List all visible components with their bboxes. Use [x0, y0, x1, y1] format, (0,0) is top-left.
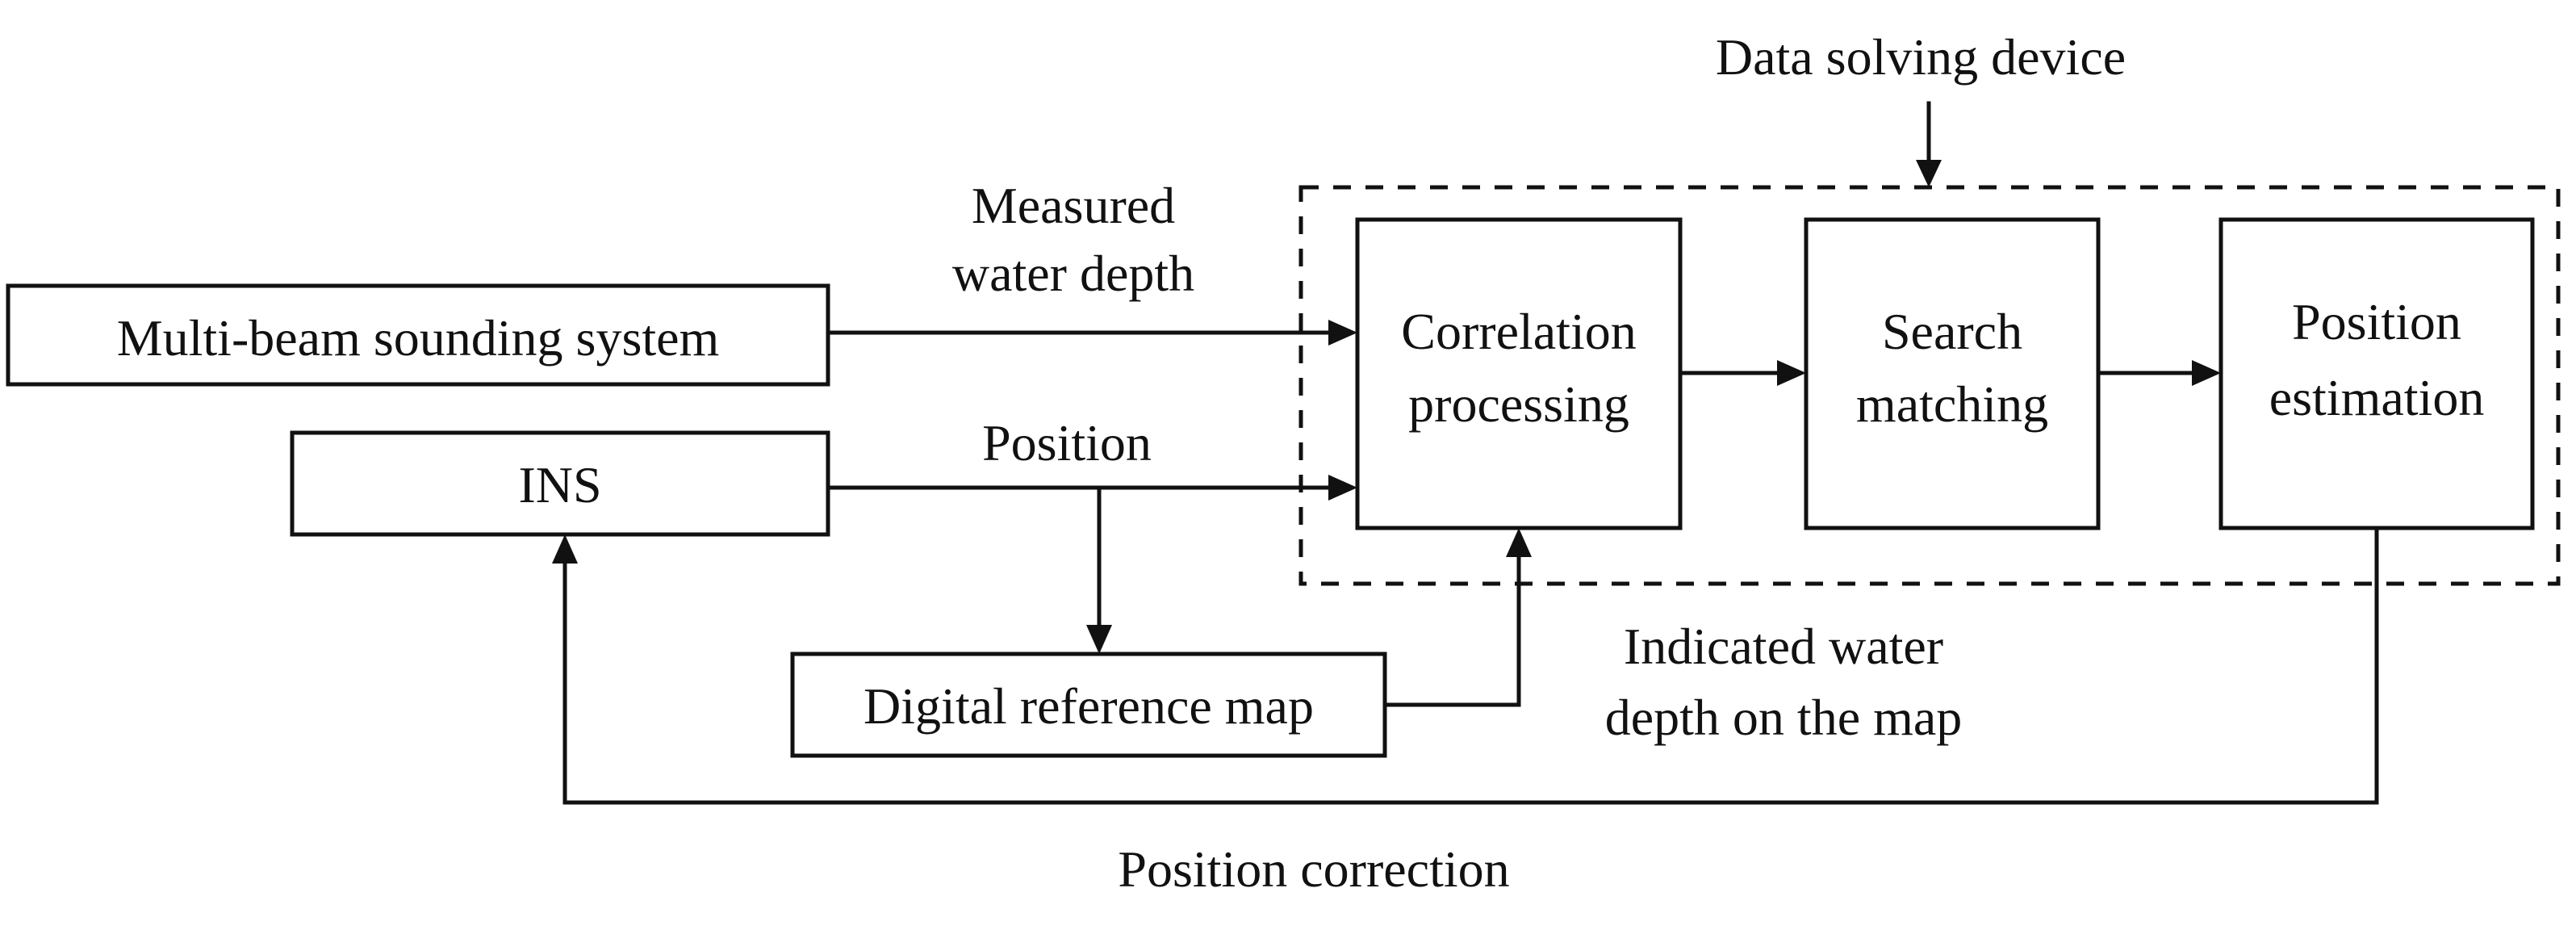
data-solving-device-label: Data solving device [1716, 28, 2126, 86]
indicated-water-depth-arrow [1382, 528, 1532, 707]
position-to-map-arrow [1086, 485, 1112, 654]
data-solving-device-group [1298, 185, 2561, 586]
search-matching-label-line1: Search [1882, 303, 2022, 360]
digital-reference-map-label: Digital reference map [864, 677, 1314, 735]
position-arrow [826, 475, 1357, 501]
position-correction-feedback-arrow [552, 526, 2379, 805]
group-pointer-arrowhead [1916, 160, 1942, 187]
ins-label: INS [518, 456, 601, 513]
correlation-to-search-arrow [1678, 360, 1806, 386]
position-label: Position [982, 414, 1152, 471]
indicated-water-depth-label-line1: Indicated water [1624, 618, 1943, 675]
measured-water-depth-label-line1: Measured [972, 177, 1175, 234]
multibeam-sounding-system-box: Multi-beam sounding system [6, 283, 830, 387]
indicated-water-depth-label-line2: depth on the map [1605, 689, 1963, 746]
digital-reference-map-box: Digital reference map [790, 652, 1387, 758]
search-to-estimation-arrow [2096, 360, 2221, 386]
ins-box: INS [290, 430, 830, 537]
multibeam-sounding-system-label: Multi-beam sounding system [117, 309, 720, 367]
correlation-processing-label-line1: Correlation [1401, 303, 1636, 360]
correlation-processing-box: Correlation processing [1355, 217, 1683, 530]
position-correction-label: Position correction [1118, 840, 1509, 898]
position-estimation-label-line1: Position [2292, 293, 2461, 350]
position-estimation-box: Position estimation [2218, 217, 2535, 530]
measured-water-depth-arrow [826, 320, 1357, 346]
position-estimation-label-line2: estimation [2269, 369, 2485, 426]
measured-water-depth-label-line2: water depth [952, 245, 1194, 302]
search-matching-box: Search matching [1804, 217, 2101, 530]
correlation-processing-label-line2: processing [1408, 375, 1629, 433]
search-matching-label-line2: matching [1856, 375, 2048, 433]
